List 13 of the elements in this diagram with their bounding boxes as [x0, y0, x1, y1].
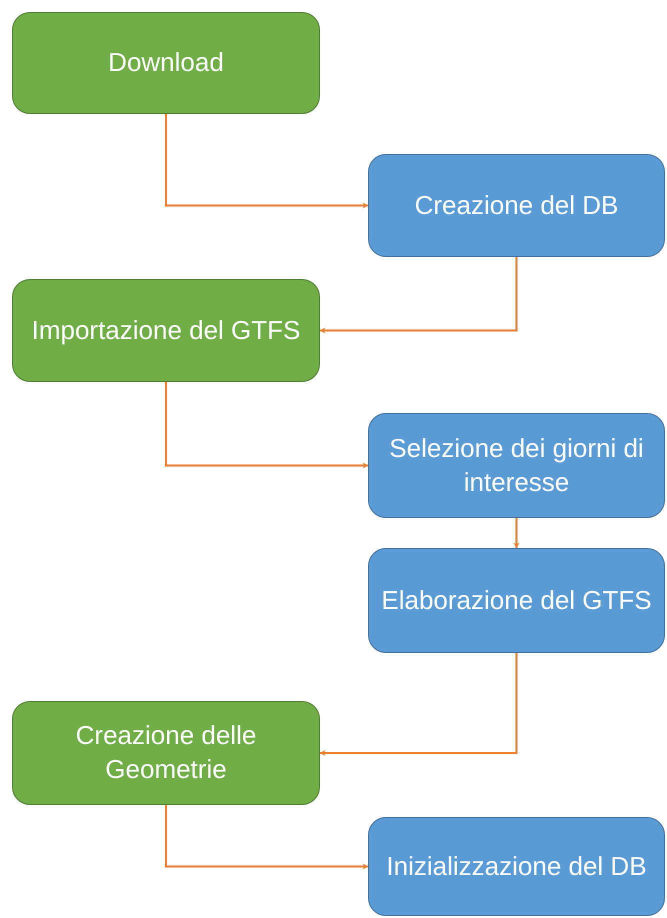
process-box: Download [12, 12, 320, 114]
arrow [165, 114, 369, 208]
process-box: Selezione dei giorni di interesse [368, 413, 665, 518]
arrow [319, 653, 518, 756]
arrow [514, 518, 520, 549]
process-box: Creazione del DB [368, 154, 665, 257]
process-box: Creazione delle Geometrie [12, 701, 320, 805]
arrow [165, 382, 369, 468]
arrow [165, 805, 369, 870]
process-box: Inizializzazione del DB [368, 817, 665, 916]
arrow [319, 257, 518, 334]
process-box: Importazione del GTFS [12, 279, 320, 382]
process-box: Elaborazione del GTFS [368, 548, 665, 653]
